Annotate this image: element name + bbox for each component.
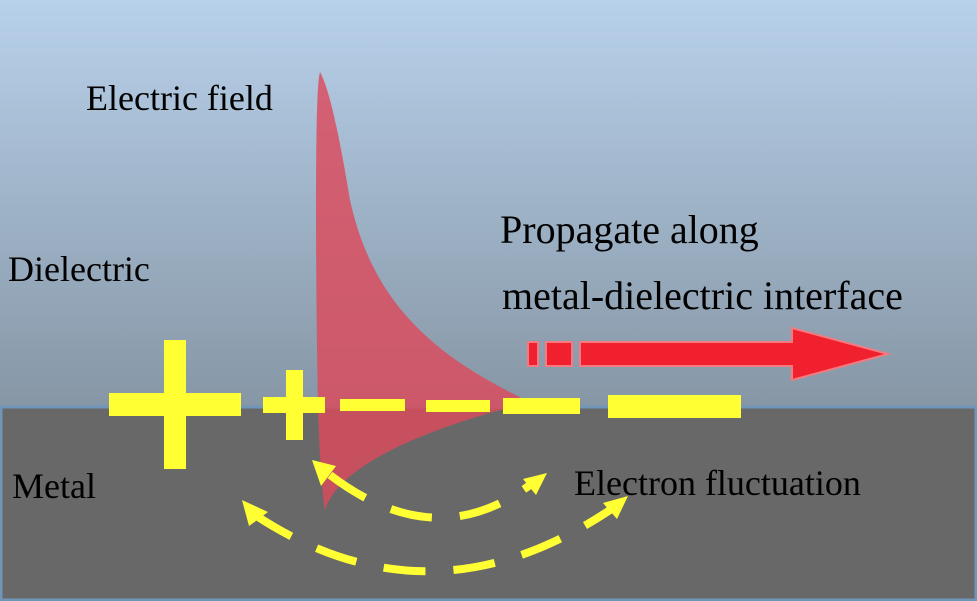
- minus-charge-4: [608, 395, 741, 418]
- propagation-arrow-icon: [527, 326, 892, 382]
- arrowheads: [242, 460, 628, 526]
- plus-charge-small: [263, 370, 325, 440]
- electric-field-label: Electric field: [86, 78, 273, 118]
- minus-charge-1: [340, 399, 405, 411]
- minus-charge-3: [503, 398, 580, 414]
- electron-fluctuation-label: Electron fluctuation: [574, 463, 861, 503]
- minus-charge-2: [426, 400, 490, 412]
- metal-region: [0, 405, 977, 601]
- propagate-label-line2: metal-dielectric interface: [502, 273, 903, 318]
- propagate-label-line1: Propagate along: [500, 207, 759, 252]
- plus-charge-large: [109, 340, 241, 469]
- dielectric-label: Dielectric: [8, 249, 150, 289]
- metal-label: Metal: [12, 466, 96, 506]
- electron-fluctuation-arrows: [252, 471, 613, 576]
